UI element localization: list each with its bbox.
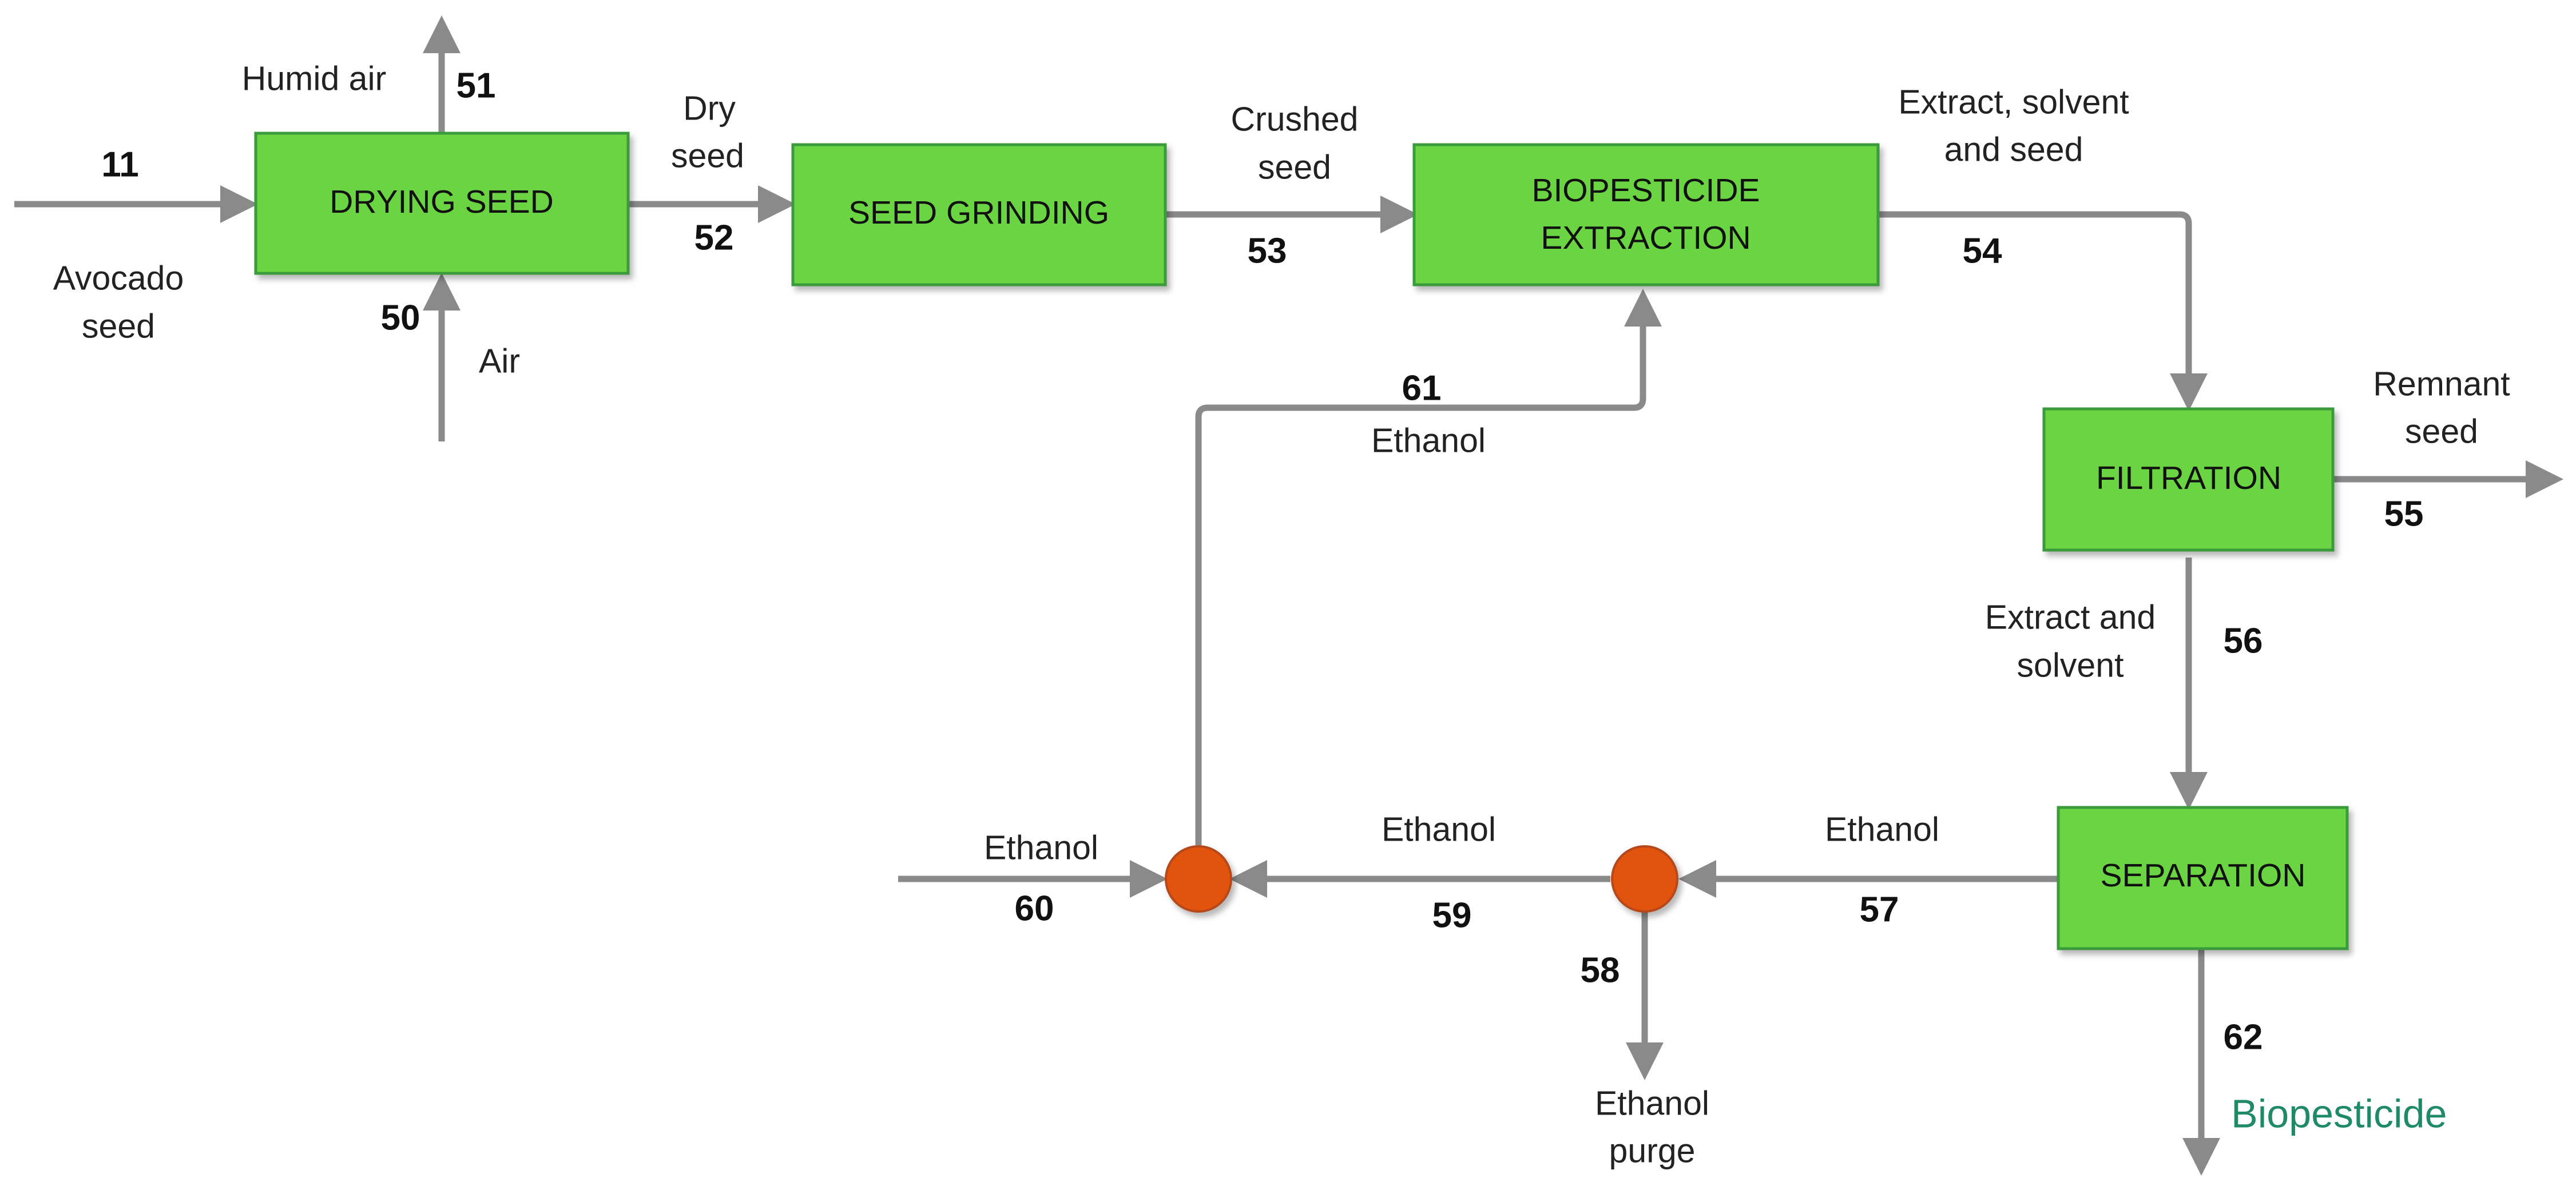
stream-50-number: 50 — [381, 298, 420, 337]
stream-54-number: 54 — [1963, 231, 2002, 270]
unit-extraction-box — [1412, 143, 1880, 286]
stream-56-label-line2: solvent — [2017, 647, 2124, 684]
unit-separation: SEPARATION — [2057, 806, 2349, 950]
stream-53-label-line1: Crushed — [1231, 101, 1358, 138]
stream-58-label-line1: Ethanol — [1595, 1085, 1709, 1123]
stream-52-label-line1: Dry — [683, 90, 736, 128]
stream-52-label-line2: seed — [671, 137, 744, 175]
stream-53-label-line2: seed — [1258, 149, 1331, 186]
stream-58-label-line2: purge — [1609, 1132, 1696, 1170]
unit-drying-seed: DRYING SEED — [254, 132, 630, 275]
stream-57-label: Ethanol — [1825, 811, 1939, 849]
unit-extraction-label-line1: BIOPESTICIDE — [1531, 172, 1760, 209]
stream-57-number: 57 — [1860, 890, 1899, 929]
unit-biopesticide-extraction: BIOPESTICIDE EXTRACTION — [1412, 143, 1880, 286]
unit-filtration-box — [2042, 407, 2335, 552]
stream-60-label: Ethanol — [984, 829, 1098, 867]
stream-54-arrow — [1879, 211, 2208, 411]
stream-56-number: 56 — [2224, 621, 2263, 660]
stream-56-label-line1: Extract and — [1985, 599, 2156, 636]
stream-61-arrow — [1195, 289, 1662, 845]
stream-58-number: 58 — [1581, 950, 1620, 990]
stream-51-label: Humid air — [242, 60, 386, 98]
stream-62-label: Biopesticide — [2231, 1091, 2447, 1136]
stream-60-number: 60 — [1015, 889, 1054, 928]
unit-grinding-box — [791, 143, 1167, 286]
stream-54-label-line1: Extract, solvent — [1898, 83, 2129, 121]
mixer-node — [1165, 845, 1232, 913]
stream-61-number: 61 — [1402, 368, 1442, 408]
stream-11-label-line2: seed — [82, 308, 155, 345]
stream-61-label: Ethanol — [1371, 422, 1486, 460]
stream-59-label: Ethanol — [1382, 811, 1496, 849]
unit-filtration: FILTRATION — [2042, 407, 2335, 552]
stream-62-number: 62 — [2224, 1017, 2263, 1057]
unit-drying-label: DRYING SEED — [330, 184, 554, 220]
stream-55-label-line2: seed — [2405, 413, 2478, 451]
stream-11-label-line1: Avocado — [53, 260, 184, 297]
unit-grinding-label: SEED GRINDING — [848, 194, 1109, 231]
unit-separation-box — [2057, 806, 2349, 950]
stream-52-number: 52 — [694, 218, 734, 257]
unit-separation-label: SEPARATION — [2101, 857, 2306, 894]
unit-extraction-label-line2: EXTRACTION — [1541, 220, 1751, 256]
stream-55-number: 55 — [2384, 494, 2424, 534]
stream-51-number: 51 — [457, 66, 496, 105]
stream-59-number: 59 — [1432, 896, 1472, 935]
unit-drying-box — [254, 132, 630, 275]
stream-55-label-line1: Remnant — [2373, 365, 2510, 403]
stream-53-number: 53 — [1248, 231, 1287, 270]
unit-filtration-label: FILTRATION — [2096, 460, 2281, 496]
stream-54-label-line2: and seed — [1944, 131, 2083, 169]
splitter-node — [1611, 845, 1678, 913]
stream-11-number: 11 — [101, 145, 139, 184]
unit-seed-grinding: SEED GRINDING — [791, 143, 1167, 286]
stream-50-label: Air — [479, 343, 520, 380]
